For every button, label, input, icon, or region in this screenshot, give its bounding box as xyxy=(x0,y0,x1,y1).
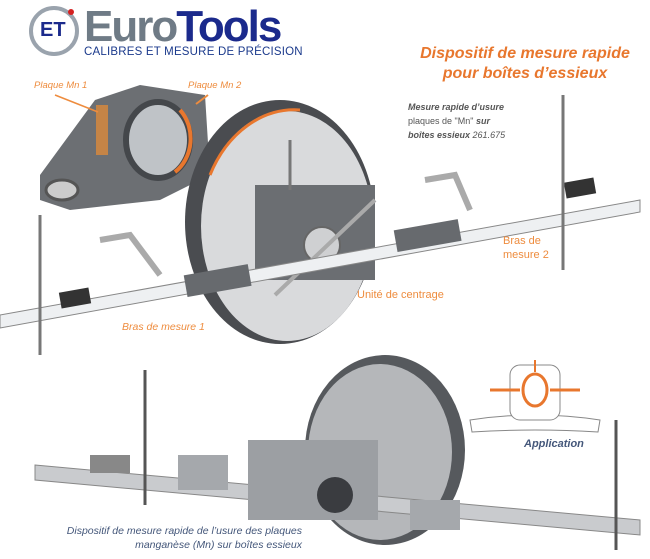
logo-brand-part1: Euro xyxy=(84,2,178,51)
logo-badge-text: ET xyxy=(40,19,66,41)
label-application: Application xyxy=(524,438,584,450)
desc-line1: Mesure rapide d’usure xyxy=(408,102,505,112)
label-bras-mesure-1: Bras de mesure 1 xyxy=(122,321,205,333)
measuring-bar-top xyxy=(0,95,641,355)
product-reference: 261.675 xyxy=(472,130,506,140)
label-unite-centrage: Unité de centrage xyxy=(357,289,444,301)
label-plaque-mn1: Plaque Mn 1 xyxy=(34,80,88,91)
label-plaque-mn2: Plaque Mn 2 xyxy=(188,80,242,91)
logo-tagline: CALIBRES ET MESURE DE PRÉCISION xyxy=(84,46,303,58)
logo-brand-part2: Tools xyxy=(176,2,282,51)
label-bras-mesure-2-line1: Bras de xyxy=(503,235,541,247)
caption-line2: manganèse (Mn) sur boîtes essieux xyxy=(135,539,302,551)
centering-disc xyxy=(185,100,377,344)
photo-caption: Dispositif de mesure rapide de l’usure d… xyxy=(40,524,302,552)
label-bras-mesure-2: Bras de mesure 2 xyxy=(503,234,549,262)
logo-badge-icon xyxy=(29,6,79,56)
device-photo xyxy=(34,355,641,550)
page-title: Dispositif de mesure rapide pour boîtes … xyxy=(405,44,645,84)
desc-line2b: sur xyxy=(475,116,490,126)
axle-box-housing xyxy=(40,85,210,210)
application-diagram-icon xyxy=(469,360,601,433)
product-description: Mesure rapide d’usure plaques de "Mn" su… xyxy=(408,100,505,142)
label-bras-mesure-2-line2: mesure 2 xyxy=(503,249,549,261)
desc-line3a: boîtes essieux xyxy=(408,130,471,140)
caption-line1: Dispositif de mesure rapide de l’usure d… xyxy=(66,525,302,537)
desc-line2a: plaques de "Mn" xyxy=(408,116,474,126)
title-line1: Dispositif de mesure rapide xyxy=(420,45,630,62)
title-line2: pour boîtes d’essieux xyxy=(442,65,608,82)
logo-wordmark: EuroTools xyxy=(84,2,282,52)
